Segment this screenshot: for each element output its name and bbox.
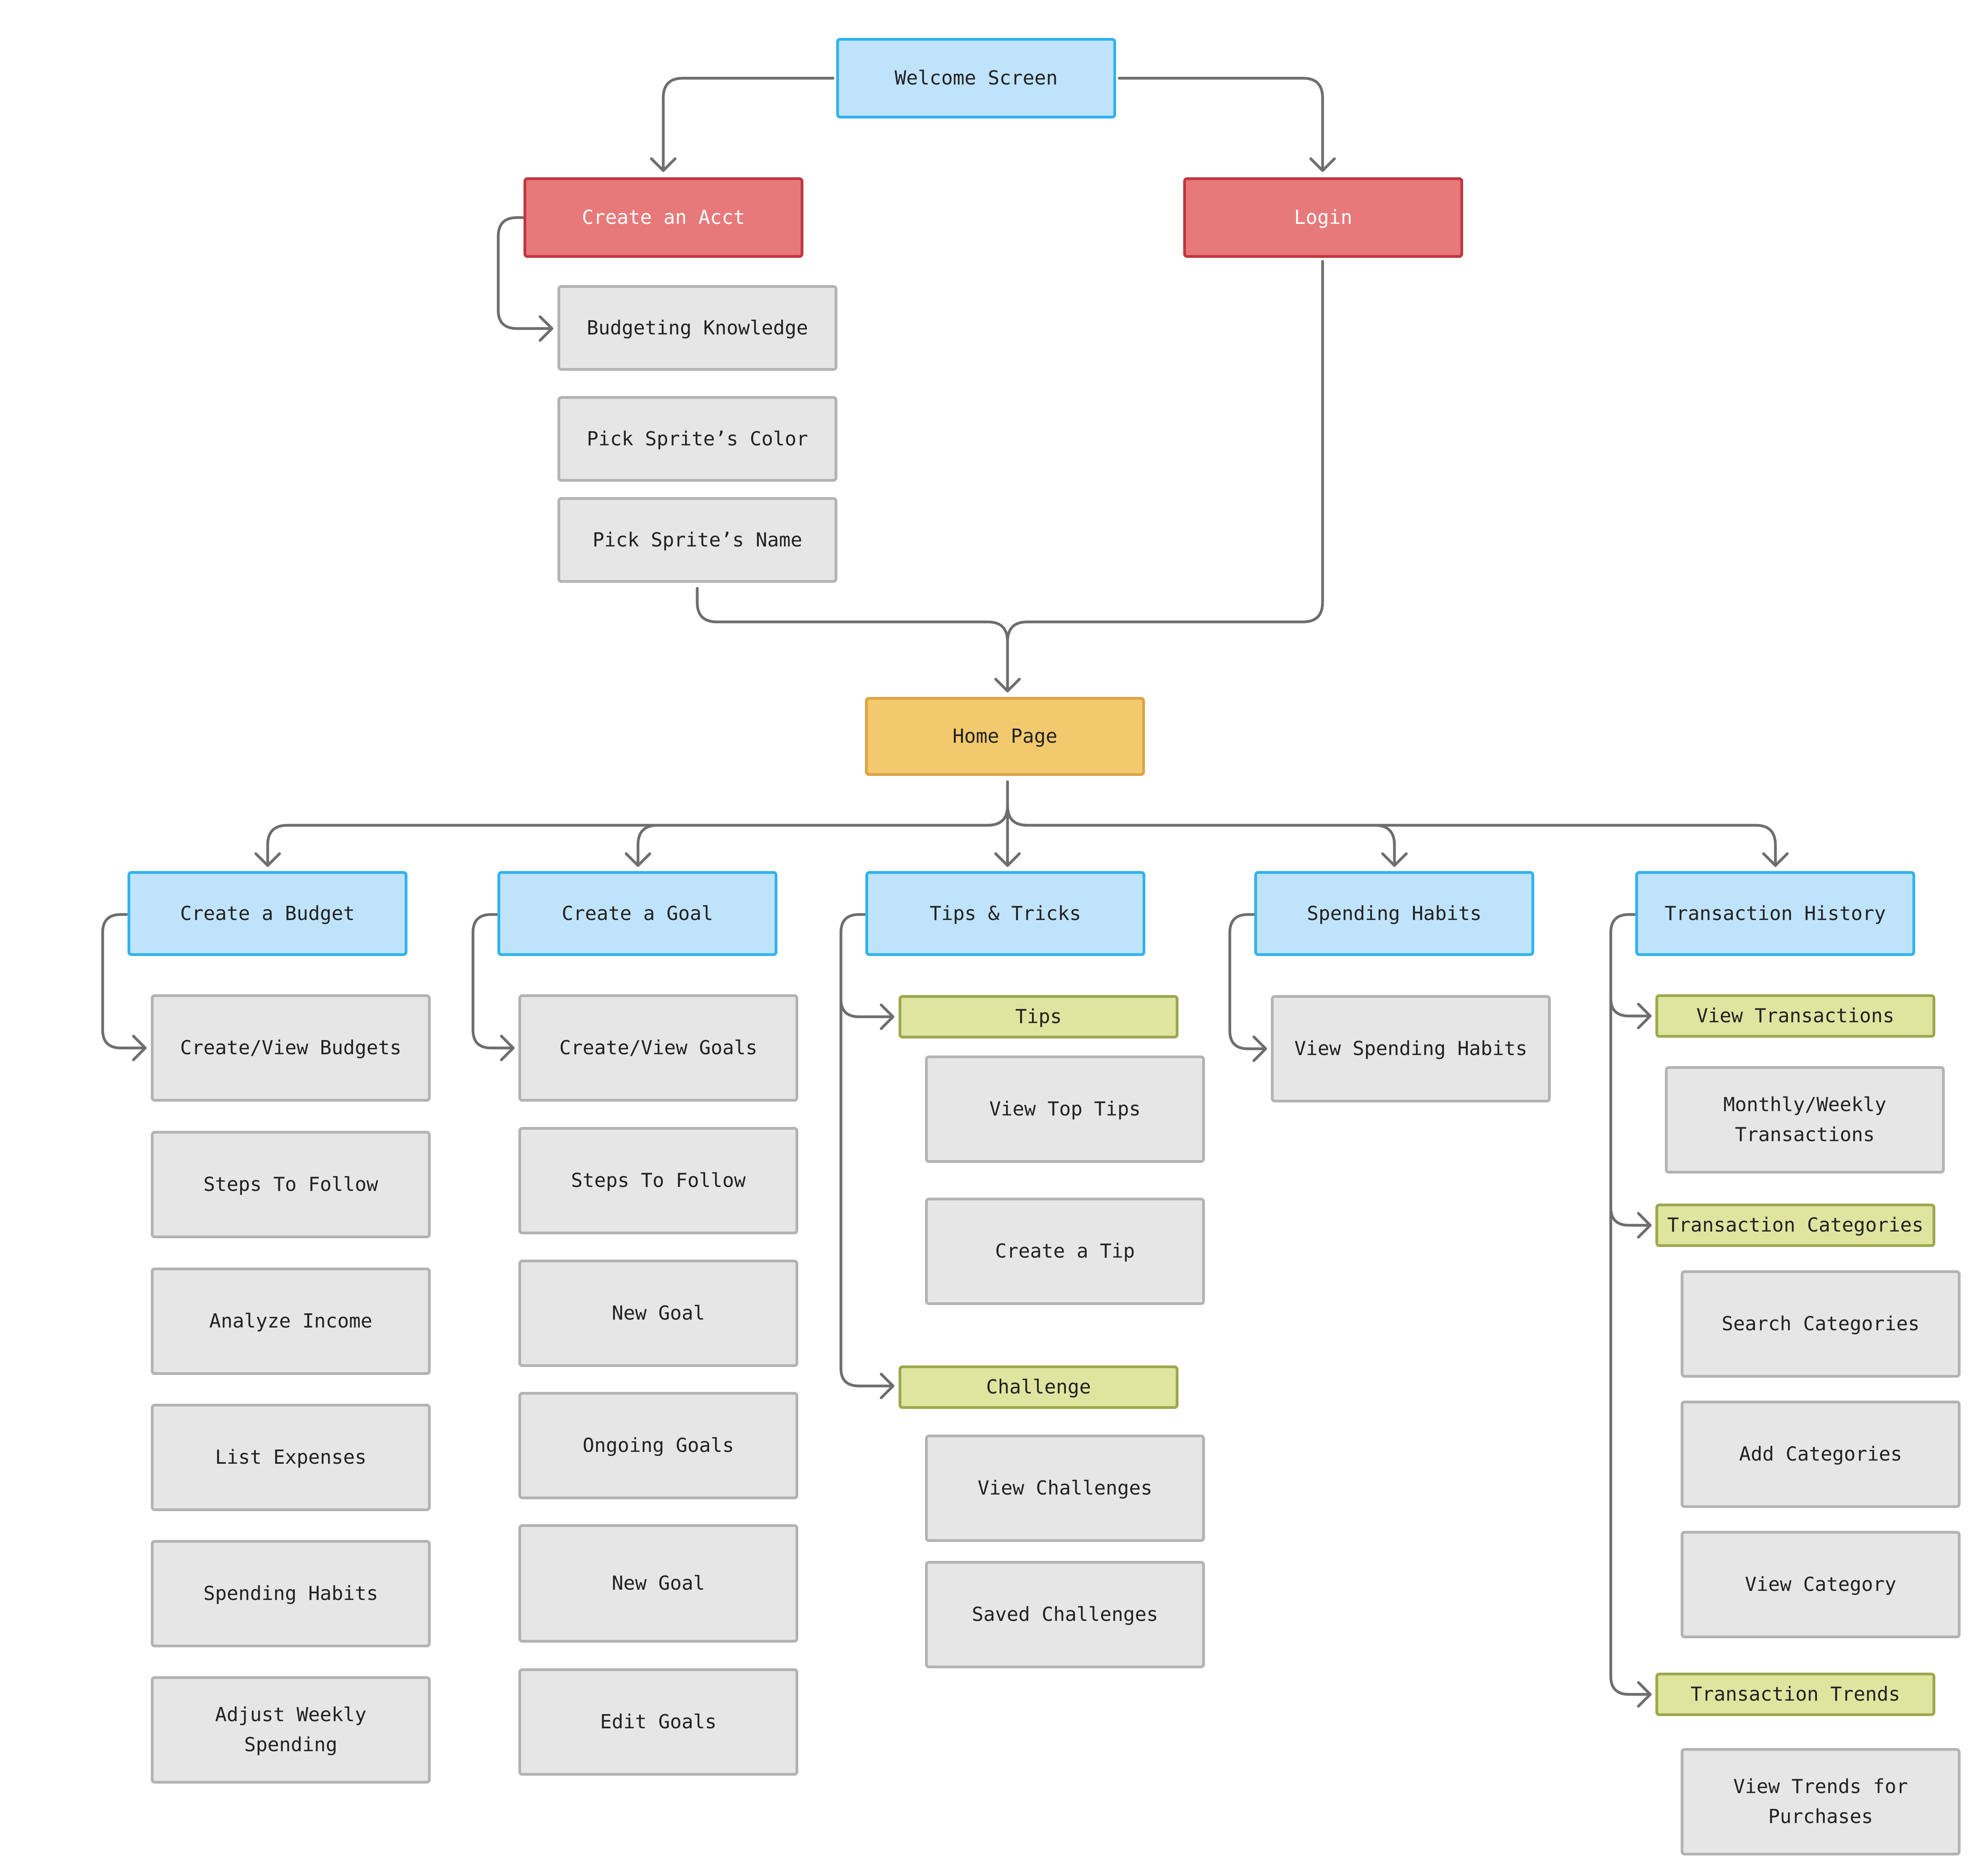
- connector-line-12: [839, 913, 894, 1388]
- connector-line-13: [839, 997, 894, 1018]
- connector-line-6: [636, 804, 1009, 866]
- view-transactions-group-node: View Transactions: [1655, 994, 1935, 1038]
- arrowhead-12: [880, 1373, 895, 1399]
- monthly-weekly-transactions-node: Monthly/Weekly Transactions: [1665, 1066, 1945, 1174]
- new-goal-second-node: New Goal: [518, 1524, 798, 1643]
- list-expenses-node: List Expenses: [151, 1404, 431, 1511]
- login-node: Login: [1183, 177, 1463, 258]
- arrowhead-3: [254, 852, 281, 867]
- connector-line-16: [1609, 997, 1651, 1018]
- arrowhead-10: [500, 1035, 515, 1061]
- connector-line-8: [1006, 804, 1396, 866]
- arrowhead-9: [132, 1035, 147, 1061]
- create-view-budgets-node: Create/View Budgets: [151, 994, 431, 1102]
- arrowhead-14: [1637, 1003, 1652, 1029]
- arrowhead-13: [1252, 1035, 1267, 1062]
- create-account-node: Create an Acct: [524, 177, 803, 258]
- connector-line-2: [497, 216, 553, 330]
- saved-challenges-node: Saved Challenges: [925, 1561, 1205, 1668]
- analyze-income-node: Analyze Income: [151, 1268, 431, 1375]
- transaction-history-node: Transaction History: [1635, 871, 1915, 956]
- connector-line-14: [1228, 913, 1267, 1050]
- arrowhead-7: [1762, 852, 1789, 867]
- arrowhead-8: [539, 315, 554, 342]
- view-trends-for-purchases-node: View Trends for Purchases: [1681, 1748, 1961, 1855]
- create-budget-node: Create a Budget: [128, 871, 407, 956]
- arrowhead-1: [1309, 157, 1336, 172]
- connector-line-3: [1006, 260, 1324, 692]
- connector-line-0: [662, 77, 835, 171]
- budgeting-knowledge-node: Budgeting Knowledge: [557, 285, 837, 371]
- view-challenges-node: View Challenges: [925, 1435, 1205, 1542]
- connector-line-9: [1006, 804, 1777, 866]
- connector-line-1: [1118, 77, 1324, 171]
- tips-group-node: Tips: [899, 995, 1178, 1038]
- arrowhead-2: [994, 678, 1021, 693]
- arrowhead-6: [1381, 852, 1408, 867]
- view-spending-habits-node: View Spending Habits: [1271, 995, 1551, 1102]
- edit-goals-node: Edit Goals: [518, 1668, 798, 1776]
- new-goal-node: New Goal: [518, 1260, 798, 1367]
- spending-habits-node: Spending Habits: [1254, 871, 1534, 956]
- arrowhead-15: [1637, 1212, 1652, 1239]
- connector-line-17: [1609, 1206, 1651, 1227]
- transaction-trends-group-node: Transaction Trends: [1655, 1673, 1935, 1716]
- arrowhead-0: [650, 157, 677, 172]
- create-view-goals-node: Create/View Goals: [518, 994, 798, 1102]
- budget-spending-habits-node: Spending Habits: [151, 1540, 431, 1647]
- view-top-tips-node: View Top Tips: [925, 1055, 1205, 1163]
- search-categories-node: Search Categories: [1681, 1270, 1961, 1378]
- transaction-categories-group-node: Transaction Categories: [1655, 1204, 1935, 1247]
- ongoing-goals-node: Ongoing Goals: [518, 1392, 798, 1499]
- pick-sprite-color-node: Pick Sprite’s Color: [557, 396, 837, 482]
- tips-and-tricks-node: Tips & Tricks: [865, 871, 1145, 956]
- create-goal-node: Create a Goal: [497, 871, 777, 956]
- challenge-group-node: Challenge: [899, 1365, 1178, 1409]
- view-category-node: View Category: [1681, 1531, 1961, 1638]
- budget-steps-to-follow-node: Steps To Follow: [151, 1131, 431, 1238]
- home-page-node: Home Page: [865, 697, 1145, 776]
- connector-line-15: [1609, 913, 1651, 1696]
- goal-steps-to-follow-node: Steps To Follow: [518, 1127, 798, 1234]
- adjust-weekly-spending-node: Adjust Weekly Spending: [151, 1676, 431, 1784]
- arrowhead-16: [1637, 1681, 1652, 1708]
- create-a-tip-node: Create a Tip: [925, 1198, 1205, 1305]
- welcome-screen-node: Welcome Screen: [836, 38, 1116, 118]
- connector-line-4: [696, 587, 1009, 692]
- arrowhead-11: [880, 1003, 895, 1030]
- arrowhead-4: [625, 852, 651, 867]
- connector-line-11: [471, 913, 514, 1050]
- arrowhead-5: [994, 852, 1021, 867]
- connector-line-10: [101, 913, 146, 1050]
- add-categories-node: Add Categories: [1681, 1401, 1961, 1508]
- pick-sprite-name-node: Pick Sprite’s Name: [557, 497, 837, 583]
